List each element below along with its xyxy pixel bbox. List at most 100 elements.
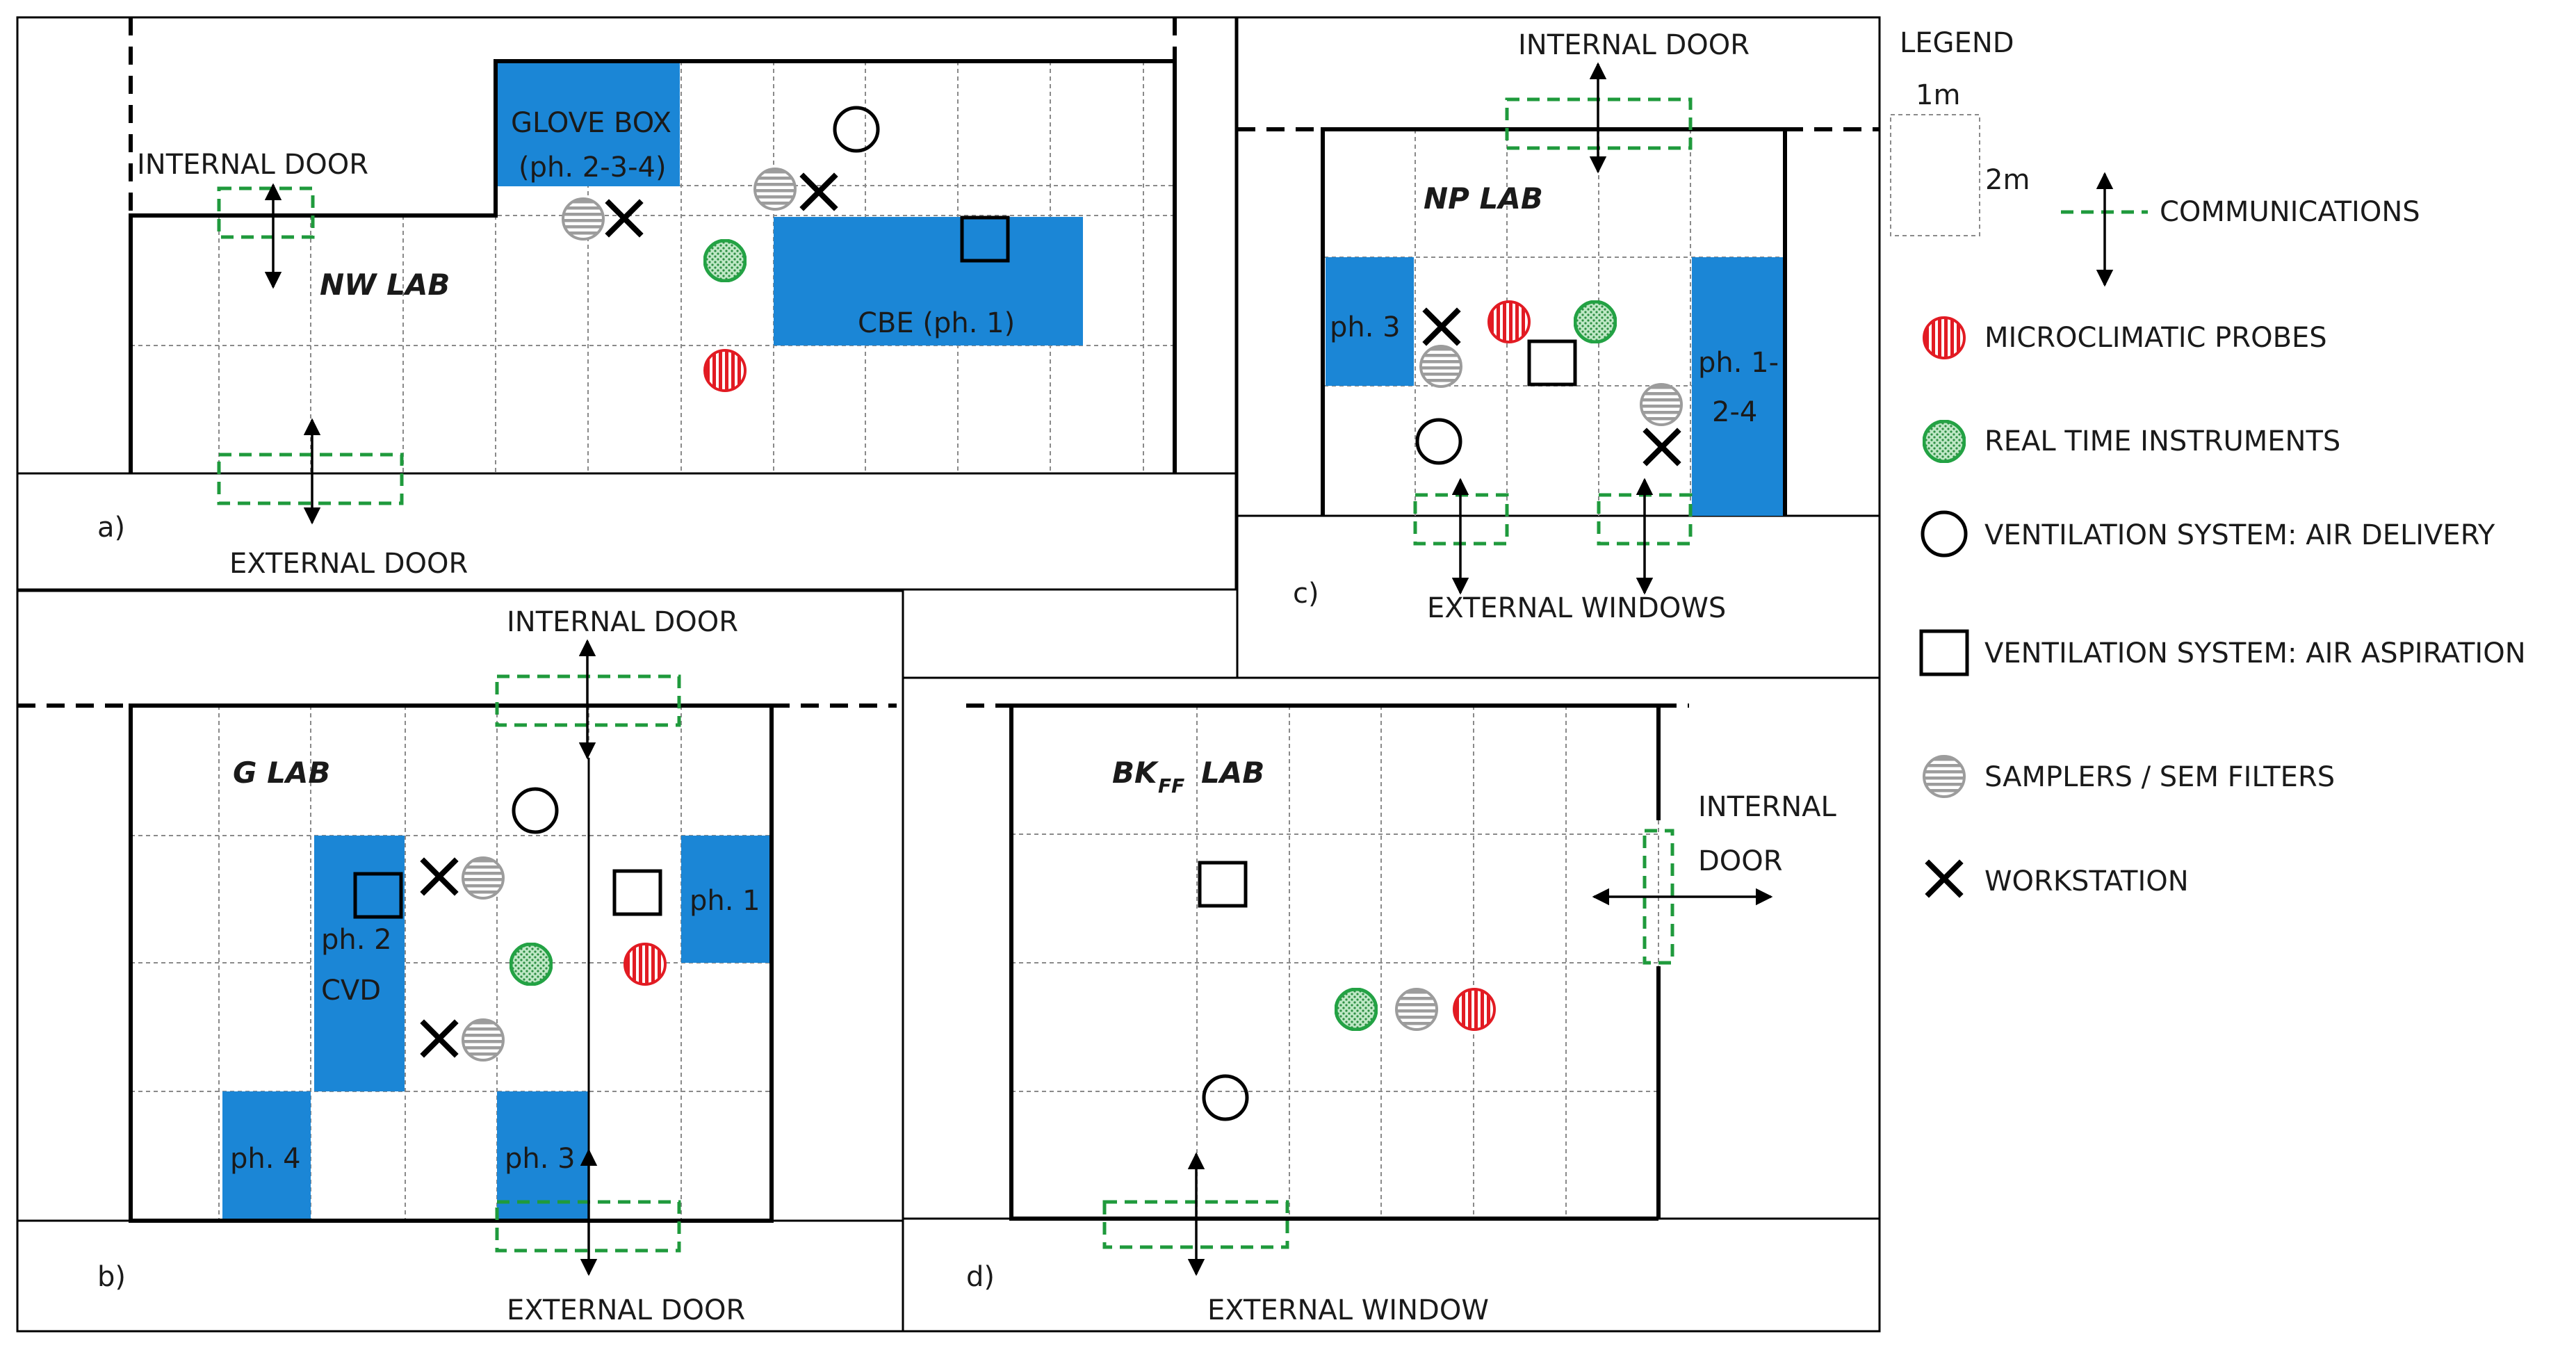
ph4-label: ph. 4: [230, 1143, 301, 1175]
open-square-icon: [1921, 631, 1967, 674]
internal-door-label: INTERNAL DOOR: [507, 606, 738, 638]
microclimatic-probe-icon: [703, 349, 747, 392]
legend-item-air-delivery: VENTILATION SYSTEM: AIR DELIVERY: [1923, 512, 2495, 555]
sampler-icon: [1395, 988, 1438, 1031]
microclimatic-probe-icon: [1453, 988, 1496, 1031]
workstation-icon: [1426, 311, 1457, 342]
legend-label: COMMUNICATIONS: [2160, 196, 2420, 228]
ph3-area: [1326, 257, 1414, 386]
nw-lab-walls: [129, 59, 1177, 473]
internal-door-label: INTERNAL DOOR: [1518, 29, 1750, 61]
ph124-label-line1: ph. 1-: [1698, 347, 1779, 379]
legend-label: VENTILATION SYSTEM: AIR DELIVERY: [1984, 519, 2495, 551]
workstation-icon: [424, 1023, 455, 1054]
ph1-label: ph. 1: [690, 885, 760, 917]
bk-lab-label: BK FF LAB: [1112, 756, 1264, 797]
external-windows-label: EXTERNAL WINDOWS: [1427, 592, 1726, 624]
air-aspiration-icon: [1200, 863, 1246, 906]
legend-item-samplers: SAMPLERS / SEM FILTERS: [1923, 755, 2335, 798]
cbe-label: CBE (ph. 1): [858, 307, 1015, 339]
air-delivery-icon: [514, 789, 557, 832]
sampler-icon: [1640, 383, 1683, 426]
internal-door-label: INTERNAL DOOR: [137, 149, 368, 181]
legend: LEGEND 1m 2m COMMUNICATIONS MICROCLIMATI…: [1890, 27, 2526, 897]
bk-lab-walls: [1009, 704, 1658, 1221]
internal-door-label-line1: INTERNAL: [1698, 791, 1837, 823]
ph1-area: [681, 836, 772, 963]
real-time-instrument-icon: [511, 944, 551, 984]
panel-letter-b: b): [97, 1261, 126, 1293]
cross-icon: [1929, 863, 1959, 894]
ph124-area: [1692, 257, 1785, 516]
glove-box-phases-label: (ph. 2-3-4): [519, 152, 667, 184]
air-aspiration-icon: [1529, 341, 1575, 384]
microclimatic-probe-icon: [623, 943, 667, 986]
green-dotted-circle-icon: [1924, 421, 1964, 462]
panel-a-frame: [16, 16, 1237, 591]
real-time-instrument-icon: [705, 241, 745, 281]
glove-box-area: [497, 61, 680, 186]
external-door-label: EXTERNAL DOOR: [229, 548, 468, 580]
open-circle-icon: [1923, 512, 1966, 555]
sampler-icon: [462, 856, 505, 900]
panel-d-grid: [1011, 706, 1659, 1219]
g-lab-walls: [129, 704, 774, 1223]
air-delivery-icon: [1204, 1076, 1247, 1119]
real-time-instrument-icon: [1575, 302, 1615, 342]
bk-lab-label-tail: LAB: [1201, 756, 1264, 790]
air-delivery-icon: [835, 108, 878, 151]
g-lab-label: G LAB: [233, 756, 330, 790]
panel-letter-a: a): [97, 512, 125, 544]
legend-grid-height: 2m: [1985, 164, 2030, 196]
sampler-icon: [462, 1018, 505, 1062]
sampler-icon: [1419, 345, 1462, 388]
bk-lab-label-main: BK: [1112, 756, 1159, 790]
legend-label: SAMPLERS / SEM FILTERS: [1984, 761, 2335, 793]
ph3-area: [497, 1091, 589, 1221]
legend-grid-cell: [1890, 114, 1980, 236]
sampler-icon: [753, 168, 797, 211]
panel-a: INTERNAL DOOR EXTERNAL DOOR a) NW LAB GL…: [16, 16, 1237, 591]
workstation-icon: [609, 203, 639, 234]
legend-label: MICROCLIMATIC PROBES: [1984, 322, 2327, 354]
cvd-label: CVD: [321, 975, 381, 1007]
workstation-icon: [1647, 432, 1677, 462]
grey-striped-circle-icon: [1923, 755, 1966, 798]
real-time-instrument-icon: [1336, 989, 1376, 1030]
ph124-label-line2: 2-4: [1712, 396, 1757, 428]
legend-item-real-time-instruments: REAL TIME INSTRUMENTS: [1924, 421, 2340, 462]
glove-box-label: GLOVE BOX: [511, 107, 671, 139]
cbe-area: [774, 217, 1083, 345]
legend-item-workstation: WORKSTATION: [1929, 863, 2189, 897]
ph2-label: ph. 2: [321, 924, 392, 956]
internal-door-label-line2: DOOR: [1698, 845, 1783, 877]
workstation-icon: [804, 177, 834, 207]
legend-label: WORKSTATION: [1984, 865, 2189, 897]
np-lab-walls: [1321, 127, 1787, 516]
legend-item-air-aspiration: VENTILATION SYSTEM: AIR ASPIRATION: [1921, 631, 2526, 674]
legend-item-microclimatic-probes: MICROCLIMATIC PROBES: [1923, 316, 2327, 359]
legend-grid-width: 1m: [1916, 79, 1960, 111]
np-lab-label: NP LAB: [1424, 181, 1543, 215]
panel-b: INTERNAL DOOR EXTERNAL DOOR b) G LAB ph.…: [16, 589, 904, 1333]
workstation-icon: [424, 861, 455, 892]
panel-d-frame: [902, 676, 1881, 1333]
nw-lab-label: NW LAB: [320, 268, 450, 302]
ph3-label: ph. 3: [1330, 311, 1401, 343]
microclimatic-probe-icon: [1487, 300, 1531, 343]
bk-lab-label-subscript: FF: [1158, 774, 1184, 797]
sampler-icon: [562, 197, 605, 241]
air-aspiration-icon: [614, 871, 660, 914]
legend-label: REAL TIME INSTRUMENTS: [1984, 425, 2340, 457]
internal-door-marker: [217, 186, 315, 239]
panel-c: INTERNAL DOOR EXTERNAL WINDOWS c) NP LAB…: [1236, 16, 1881, 679]
panel-a-grid: [131, 61, 1175, 473]
legend-title: LEGEND: [1900, 27, 2014, 59]
ph3-label: ph. 3: [505, 1143, 576, 1175]
ph2-cvd-area: [314, 836, 405, 1091]
ph4-area: [222, 1091, 311, 1221]
air-delivery-icon: [1417, 420, 1460, 463]
panel-letter-c: c): [1293, 578, 1319, 610]
external-door-label: EXTERNAL DOOR: [507, 1294, 745, 1326]
